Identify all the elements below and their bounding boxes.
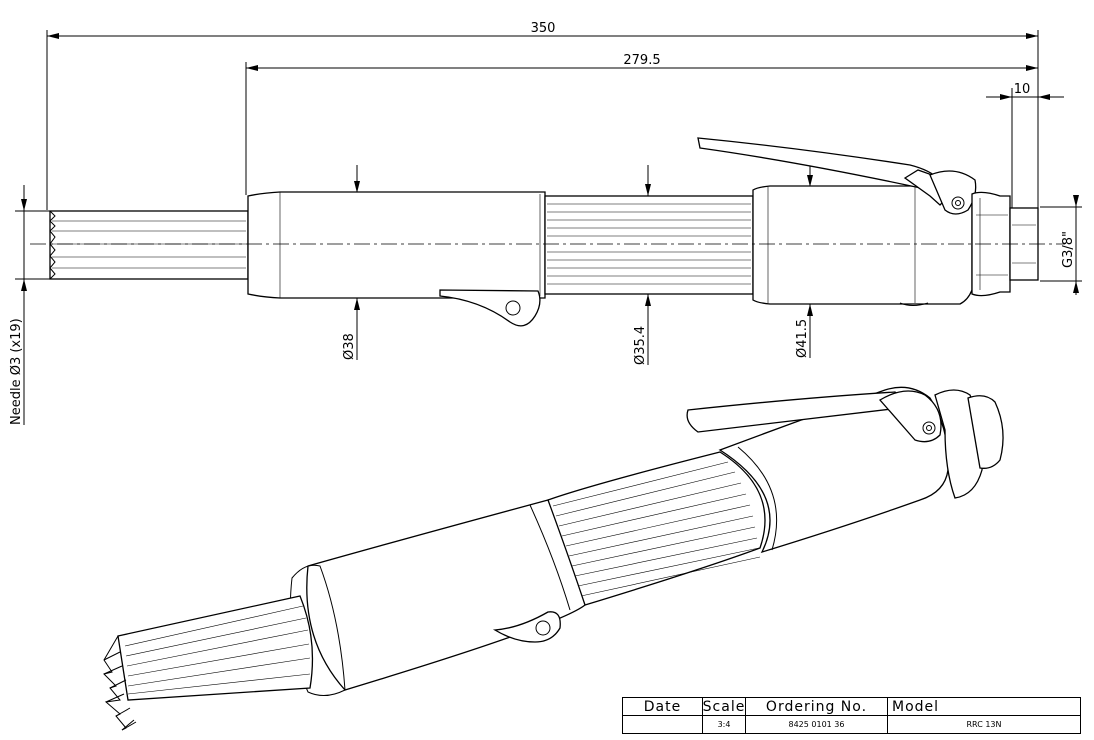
tool-side-view (49, 137, 1039, 327)
header-scale: Scale (702, 698, 746, 715)
dimension-overall: 350 (46, 21, 1039, 210)
dim-dia-front: Ø38 (342, 333, 357, 360)
dim-inlet-thread: G3/8" (1061, 231, 1076, 268)
title-block: Date Scale Ordering No. Model 3:4 8425 0… (622, 697, 1081, 734)
dim-inlet-length: 10 (1014, 82, 1031, 97)
dim-dia-mid: Ø35.4 (633, 326, 648, 365)
header-model: Model (892, 698, 940, 715)
tool-isometric-view (103, 386, 1004, 731)
needle-bundle (49, 210, 249, 280)
value-model: RRC 13N (966, 719, 1002, 729)
value-date (623, 715, 703, 733)
dimension-needle: Needle Ø3 (x19) (9, 185, 52, 425)
dim-overall-length: 350 (531, 21, 556, 36)
header-ordering-no: Ordering No. (746, 698, 888, 715)
header-date: Date (623, 698, 703, 715)
dim-needle-spec: Needle Ø3 (x19) (9, 318, 24, 425)
dimension-body: 279.5 (245, 53, 1038, 195)
dim-body-length: 279.5 (623, 53, 660, 68)
title-block-header-row: Date Scale Ordering No. Model (623, 698, 1080, 716)
dimension-thread: G3/8" (1040, 195, 1082, 295)
value-ordering-no: 8425 0101 36 (746, 715, 888, 733)
dimension-inlet: 10 (986, 82, 1064, 208)
iso-needles (103, 595, 314, 731)
value-scale: 3:4 (703, 715, 746, 733)
title-block-value-row: 3:4 8425 0101 36 RRC 13N (623, 715, 1080, 733)
dim-dia-rear: Ø41.5 (795, 319, 810, 358)
